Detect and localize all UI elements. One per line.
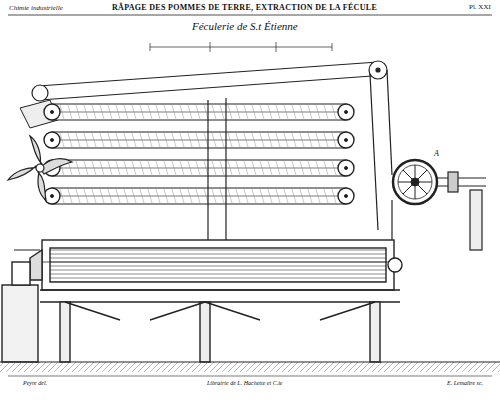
series-name: Chimie industrielle (8, 5, 64, 13)
publisher-credit: Librairie de L. Hachette et C.ie (206, 380, 284, 387)
drive-wheel (393, 160, 437, 204)
plate-number: Pl. XXI (468, 4, 492, 12)
drive-belt (32, 61, 392, 230)
support-frame (2, 262, 400, 362)
dimension-line (150, 42, 332, 52)
paddle-wheel (8, 136, 72, 200)
shaft (392, 172, 486, 250)
sieve-frames (44, 104, 354, 204)
callout-letter: A (433, 150, 440, 159)
floor (0, 362, 500, 372)
draughtsman-credit: Peyre del. (22, 380, 48, 387)
factory-caption: Féculerie de S.t Étienne (191, 20, 299, 32)
plate-title: RÂPAGE DES POMMES DE TERRE, EXTRACTION D… (112, 4, 377, 13)
settling-trough (14, 240, 402, 290)
engraver-credit: E. Lemaître sc. (446, 380, 484, 387)
